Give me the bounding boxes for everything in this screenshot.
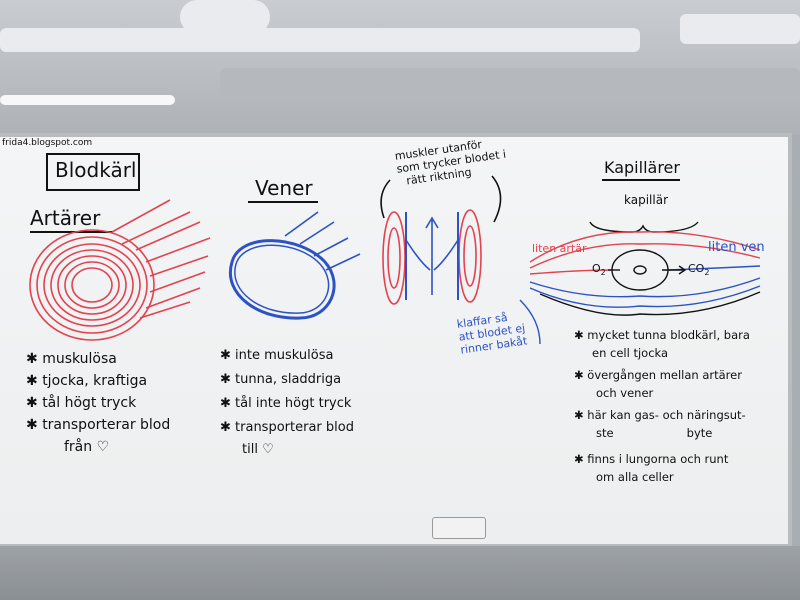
board-title: Blodkärl [55,158,137,182]
capillary-label: kapillär [624,193,668,207]
capillary-drawing [519,221,761,345]
bullet-text: ✱ transporterar blod [26,417,171,433]
arteries-bullets: ✱ muskulösa ✱ tjocka, kraftiga ✱ tål hög… [26,348,170,458]
bullet-text-cont: till ♡ [242,442,274,457]
veins-bullets: ✱ inte muskulösa ✱ tunna, sladdriga ✱ tå… [220,344,354,460]
bullet-text-cont: och vener [596,386,654,400]
vein-valve-drawing [380,175,502,305]
vein-drawing [228,211,361,320]
bullet-text: ✱ transporterar blod [220,420,354,435]
bullet-text: ✱ tål högt tryck [26,395,137,411]
co2-label: CO2 [688,262,710,278]
artery-drawing [29,199,211,341]
bullet-text: ✱ tjocka, kraftiga [26,373,148,389]
bullet-text-cont: om alla celler [596,470,674,484]
capillaries-heading: Kapillärer [604,158,680,177]
bullet-text: ✱ här kan gas- och näringsut- [574,408,746,422]
o2-label: O2 [592,262,606,278]
marker-tray [0,546,800,600]
bullet-text: ✱ muskulösa [26,351,117,367]
eraser [432,517,486,539]
title-box [46,153,140,191]
small-artery-label: liten artär [532,242,587,255]
watermark: frida4.blogspot.com [2,138,93,148]
light-strip [0,95,175,105]
arteries-heading: Artärer [30,206,101,230]
whiteboard [0,133,792,548]
bullet-text: ✱ inte muskulösa [220,348,334,363]
ceiling-light-fixture-right [680,14,800,44]
ceiling-light-fixture [0,28,640,52]
whiteboard-rail [220,68,800,98]
bullet-text: ✱ tunna, sladdriga [220,372,342,387]
bullet-text: ✱ tål inte högt tryck [220,396,352,411]
ceiling [0,0,800,135]
ceiling-light-cap [180,0,270,34]
small-vein-label: liten ven [708,240,765,255]
veins-heading: Vener [255,176,313,200]
bullet-text: ✱ finns i lungorna och runt [574,452,729,466]
bullet-text: ✱ övergången mellan artärer [574,368,742,382]
capillaries-bullets: ✱ mycket tunna blodkärl, bara en cell tj… [574,326,750,486]
bullet-text: ✱ mycket tunna blodkärl, bara [574,328,750,342]
bullet-text-cont: en cell tjocka [592,346,669,360]
bullet-text-cont: från ♡ [64,439,110,455]
bullet-text-cont: ste byte [596,426,713,440]
